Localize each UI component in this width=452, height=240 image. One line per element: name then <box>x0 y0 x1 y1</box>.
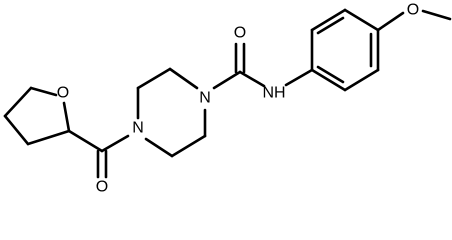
bond-pip-bottom-left <box>144 137 174 158</box>
bond-ring-c2-c3 <box>310 8 347 32</box>
bond-thf-c2-o <box>62 101 71 133</box>
atom-methoxy-o: O <box>407 2 419 19</box>
bond-thf-o-c5 <box>29 86 58 97</box>
bond-thf-c4-c3 <box>3 114 30 146</box>
bond-o-aryl <box>376 11 405 32</box>
atom-carboxamide-o: O <box>234 25 246 42</box>
atom-piperazine-n-left: N <box>132 120 144 137</box>
chemical-structure-diagram: O O NH N N O O <box>3 2 452 196</box>
bond-ring-c4-c5 <box>310 68 347 92</box>
bond-pip-n-acyl <box>100 134 130 153</box>
bond-ring-c5-c6 <box>343 68 380 92</box>
bond-ring-inner-double-2 <box>316 65 345 84</box>
atom-amide-nh: NH <box>262 85 285 102</box>
bond-carbonyl-piperazine-n <box>212 70 242 90</box>
atom-thf-ring-o: O <box>57 85 69 102</box>
bond-thf-c3-c2 <box>26 129 71 146</box>
atom-piperazine-n-right: N <box>199 90 211 107</box>
bond-ring-inner-double-1 <box>316 16 345 35</box>
bond-layer <box>3 8 452 179</box>
bond-pip-bottom-right <box>170 134 207 158</box>
bond-acyl-thf <box>67 129 104 153</box>
atom-ketone-o: O <box>96 179 108 196</box>
bond-thf-c5-c4 <box>3 86 33 118</box>
bond-pip-top <box>136 67 172 90</box>
bond-ch3-o <box>421 9 452 21</box>
atom-label-layer: O O NH N N O O <box>57 2 419 196</box>
bond-ring-c1-c2 <box>343 8 380 32</box>
bond-pip-n-right-top <box>168 67 199 90</box>
bond-nh-carbonyl <box>238 70 266 88</box>
bond-aryl-nh <box>284 68 314 87</box>
